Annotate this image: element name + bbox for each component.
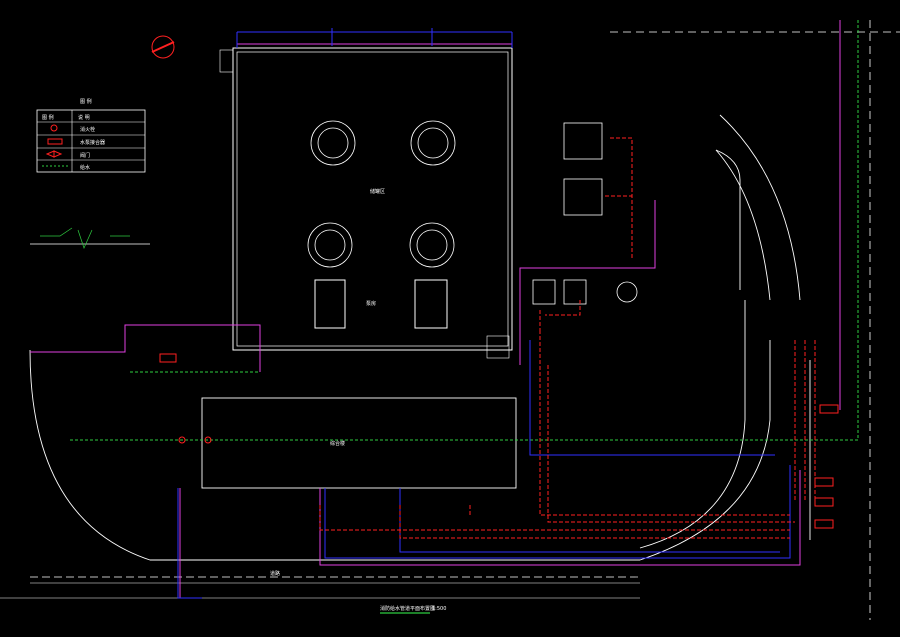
north-arrow-icon xyxy=(151,35,175,59)
blue-lines xyxy=(177,32,791,599)
auxiliary-buildings xyxy=(532,122,638,305)
legend-header-symbol: 图 例 xyxy=(42,114,54,121)
legend-row: 给水 xyxy=(80,164,90,171)
legend-header-desc: 说 明 xyxy=(78,114,90,121)
pump-room-label: 泵房 xyxy=(366,300,376,307)
road-label: 道路 xyxy=(270,570,280,577)
main-building xyxy=(201,397,517,489)
legend-row: 消火栓 xyxy=(80,126,95,133)
road-edges xyxy=(29,114,811,561)
hydrant-icons xyxy=(159,353,839,529)
main-building-label: 综合楼 xyxy=(330,440,345,447)
plan-scale: 1:500 xyxy=(432,606,446,612)
hydrant-detail xyxy=(30,227,150,249)
legend-table: 图 例 图 例 说 明 消火栓 水泵接合器 阀门 给水 xyxy=(36,98,146,173)
legend-row: 水泵接合器 xyxy=(80,139,105,146)
legend-title: 图 例 xyxy=(80,98,92,105)
water-pipes xyxy=(70,20,860,441)
plan-title: 消防给水管道平面布置图 xyxy=(380,605,435,612)
magenta-lines xyxy=(30,20,841,598)
fire-pipes xyxy=(319,137,816,539)
legend-row: 阀门 xyxy=(80,152,90,159)
tank-area-building xyxy=(219,47,513,359)
tank-area-label: 储罐区 xyxy=(370,188,385,195)
